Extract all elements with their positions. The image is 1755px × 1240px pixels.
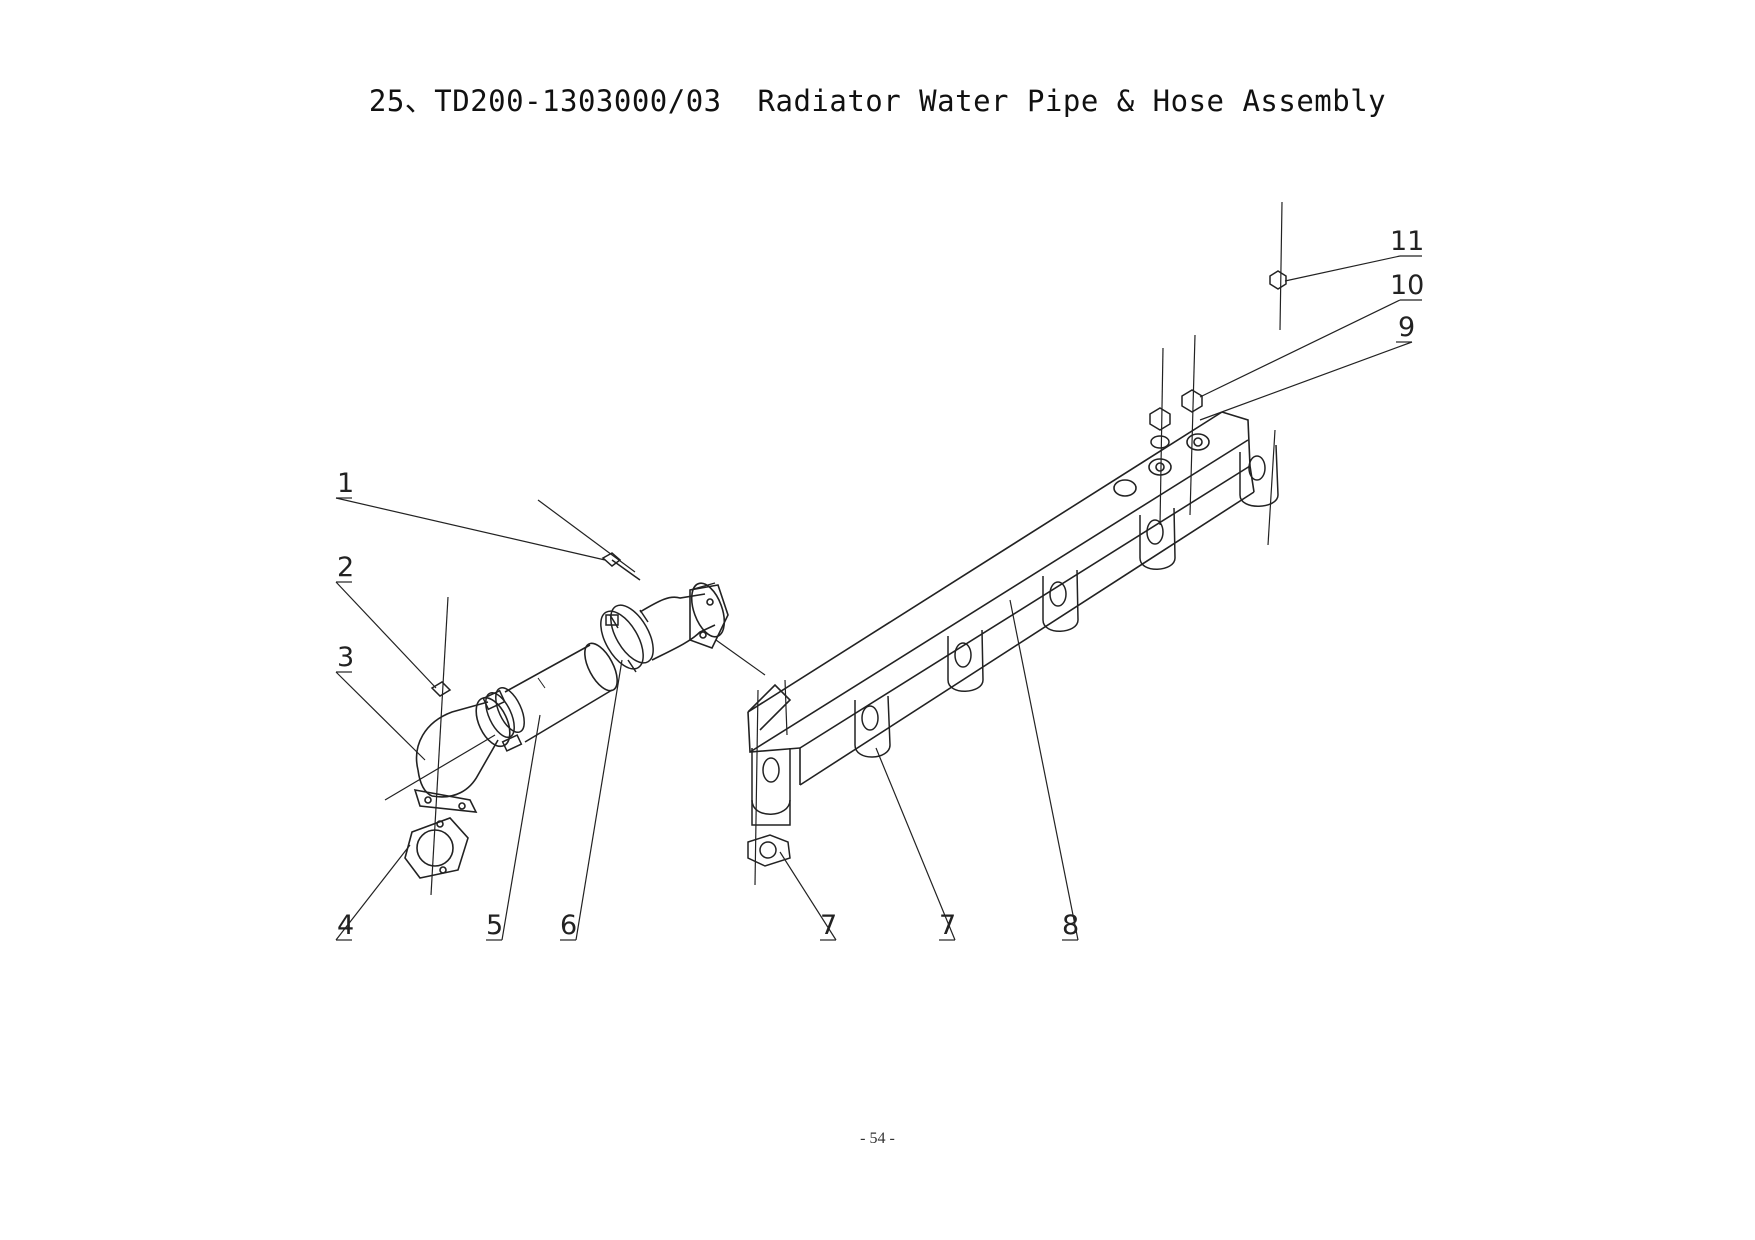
straight-rubber-hose [504,642,618,743]
hose-clamp-lower [482,687,525,752]
callout-leader-lines [335,255,1422,941]
callout-7b: 7 [939,910,956,941]
page-title: 25、TD200-1303000/03 Radiator Water Pipe … [368,84,1387,118]
callout-3: 3 [337,642,354,673]
callout-9: 9 [1398,312,1415,343]
bolt-small [430,552,641,697]
page-number: - 54 - [860,1130,895,1147]
water-pipe-manifold [747,411,1255,786]
callout-2: 2 [337,552,354,583]
manifold-outlet-ports [751,444,1279,826]
callout-labels: 1 2 3 4 5 6 7 7 8 9 10 11 [337,226,1424,941]
callout-10: 10 [1390,270,1424,301]
callout-7a: 7 [820,910,837,941]
lower-elbow-pipe [413,696,511,813]
left-assembly-centerlines [384,499,766,896]
callout-5: 5 [486,910,503,941]
hose-clamp-upper [600,604,654,673]
upper-elbow-pipe [639,582,729,661]
callout-1: 1 [337,468,354,499]
manifold-bolts-nuts [1149,270,1287,449]
manifold-port-gasket [747,834,791,867]
flange-gasket [404,817,469,879]
callout-6: 6 [560,910,577,941]
callout-8: 8 [1062,910,1079,941]
callout-4: 4 [337,910,354,941]
manifold-centerlines [754,201,1283,886]
callout-11: 11 [1390,226,1424,257]
